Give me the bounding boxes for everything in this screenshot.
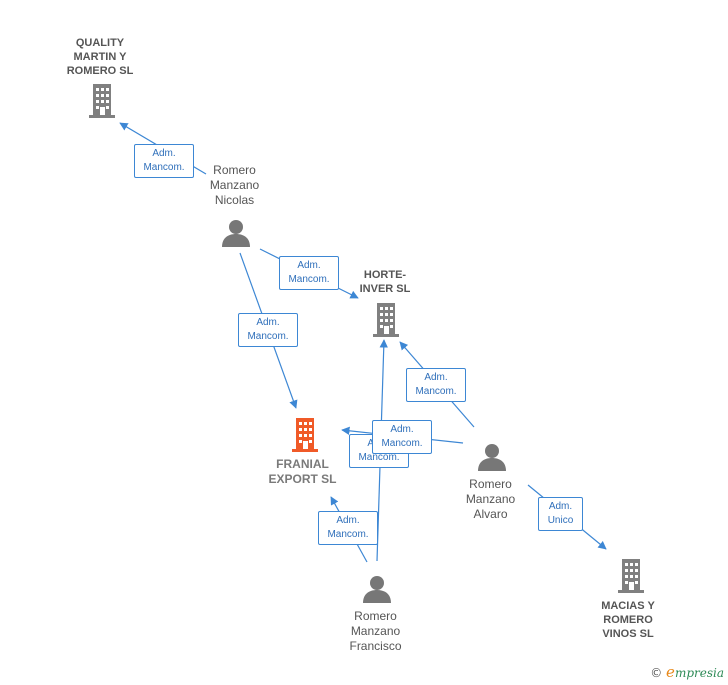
relation-label-nicolas-horte: Adm. Mancom. — [279, 256, 339, 290]
person-icon-alvaro[interactable] — [477, 442, 507, 477]
relation-label-nicolas-franial: Adm. Mancom. — [238, 313, 298, 347]
person-label-francisco[interactable]: Romero Manzano Francisco — [349, 609, 402, 653]
brand-logo-text: mpresia — [674, 666, 724, 680]
building-icon-horte[interactable] — [371, 303, 401, 342]
company-label-franial[interactable]: FRANIAL EXPORT SL — [268, 457, 337, 486]
company-label-horte[interactable]: HORTE- INVER SL — [359, 269, 411, 295]
relation-label-alvaro-macias: Adm. Unico — [538, 497, 583, 531]
person-label-alvaro[interactable]: Romero Manzano Alvaro — [465, 477, 516, 521]
person-label-nicolas[interactable]: Romero Manzano Nicolas — [209, 163, 260, 207]
brand-logo-initial: e — [666, 663, 675, 681]
company-label-quality[interactable]: QUALITY MARTIN Y ROMERO SL — [66, 37, 134, 77]
building-icon-quality[interactable] — [87, 84, 117, 123]
building-icon-macias[interactable] — [616, 559, 646, 598]
copyright-symbol: © — [650, 666, 663, 680]
person-icon-francisco[interactable] — [362, 574, 392, 609]
relation-label-alvaro-horte: Adm. Mancom. — [406, 368, 466, 402]
relation-label-francisco-horte: Adm. Mancom. — [372, 420, 432, 454]
relation-label-francisco-franial: Adm. Mancom. — [318, 511, 378, 545]
building-icon-franial[interactable] — [290, 418, 320, 457]
empresia-watermark: © empresia — [650, 663, 724, 681]
company-label-macias[interactable]: MACIAS Y ROMERO VINOS SL — [601, 600, 655, 640]
person-icon-nicolas[interactable] — [221, 218, 251, 253]
relation-label-nicolas-quality: Adm. Mancom. — [134, 144, 194, 178]
